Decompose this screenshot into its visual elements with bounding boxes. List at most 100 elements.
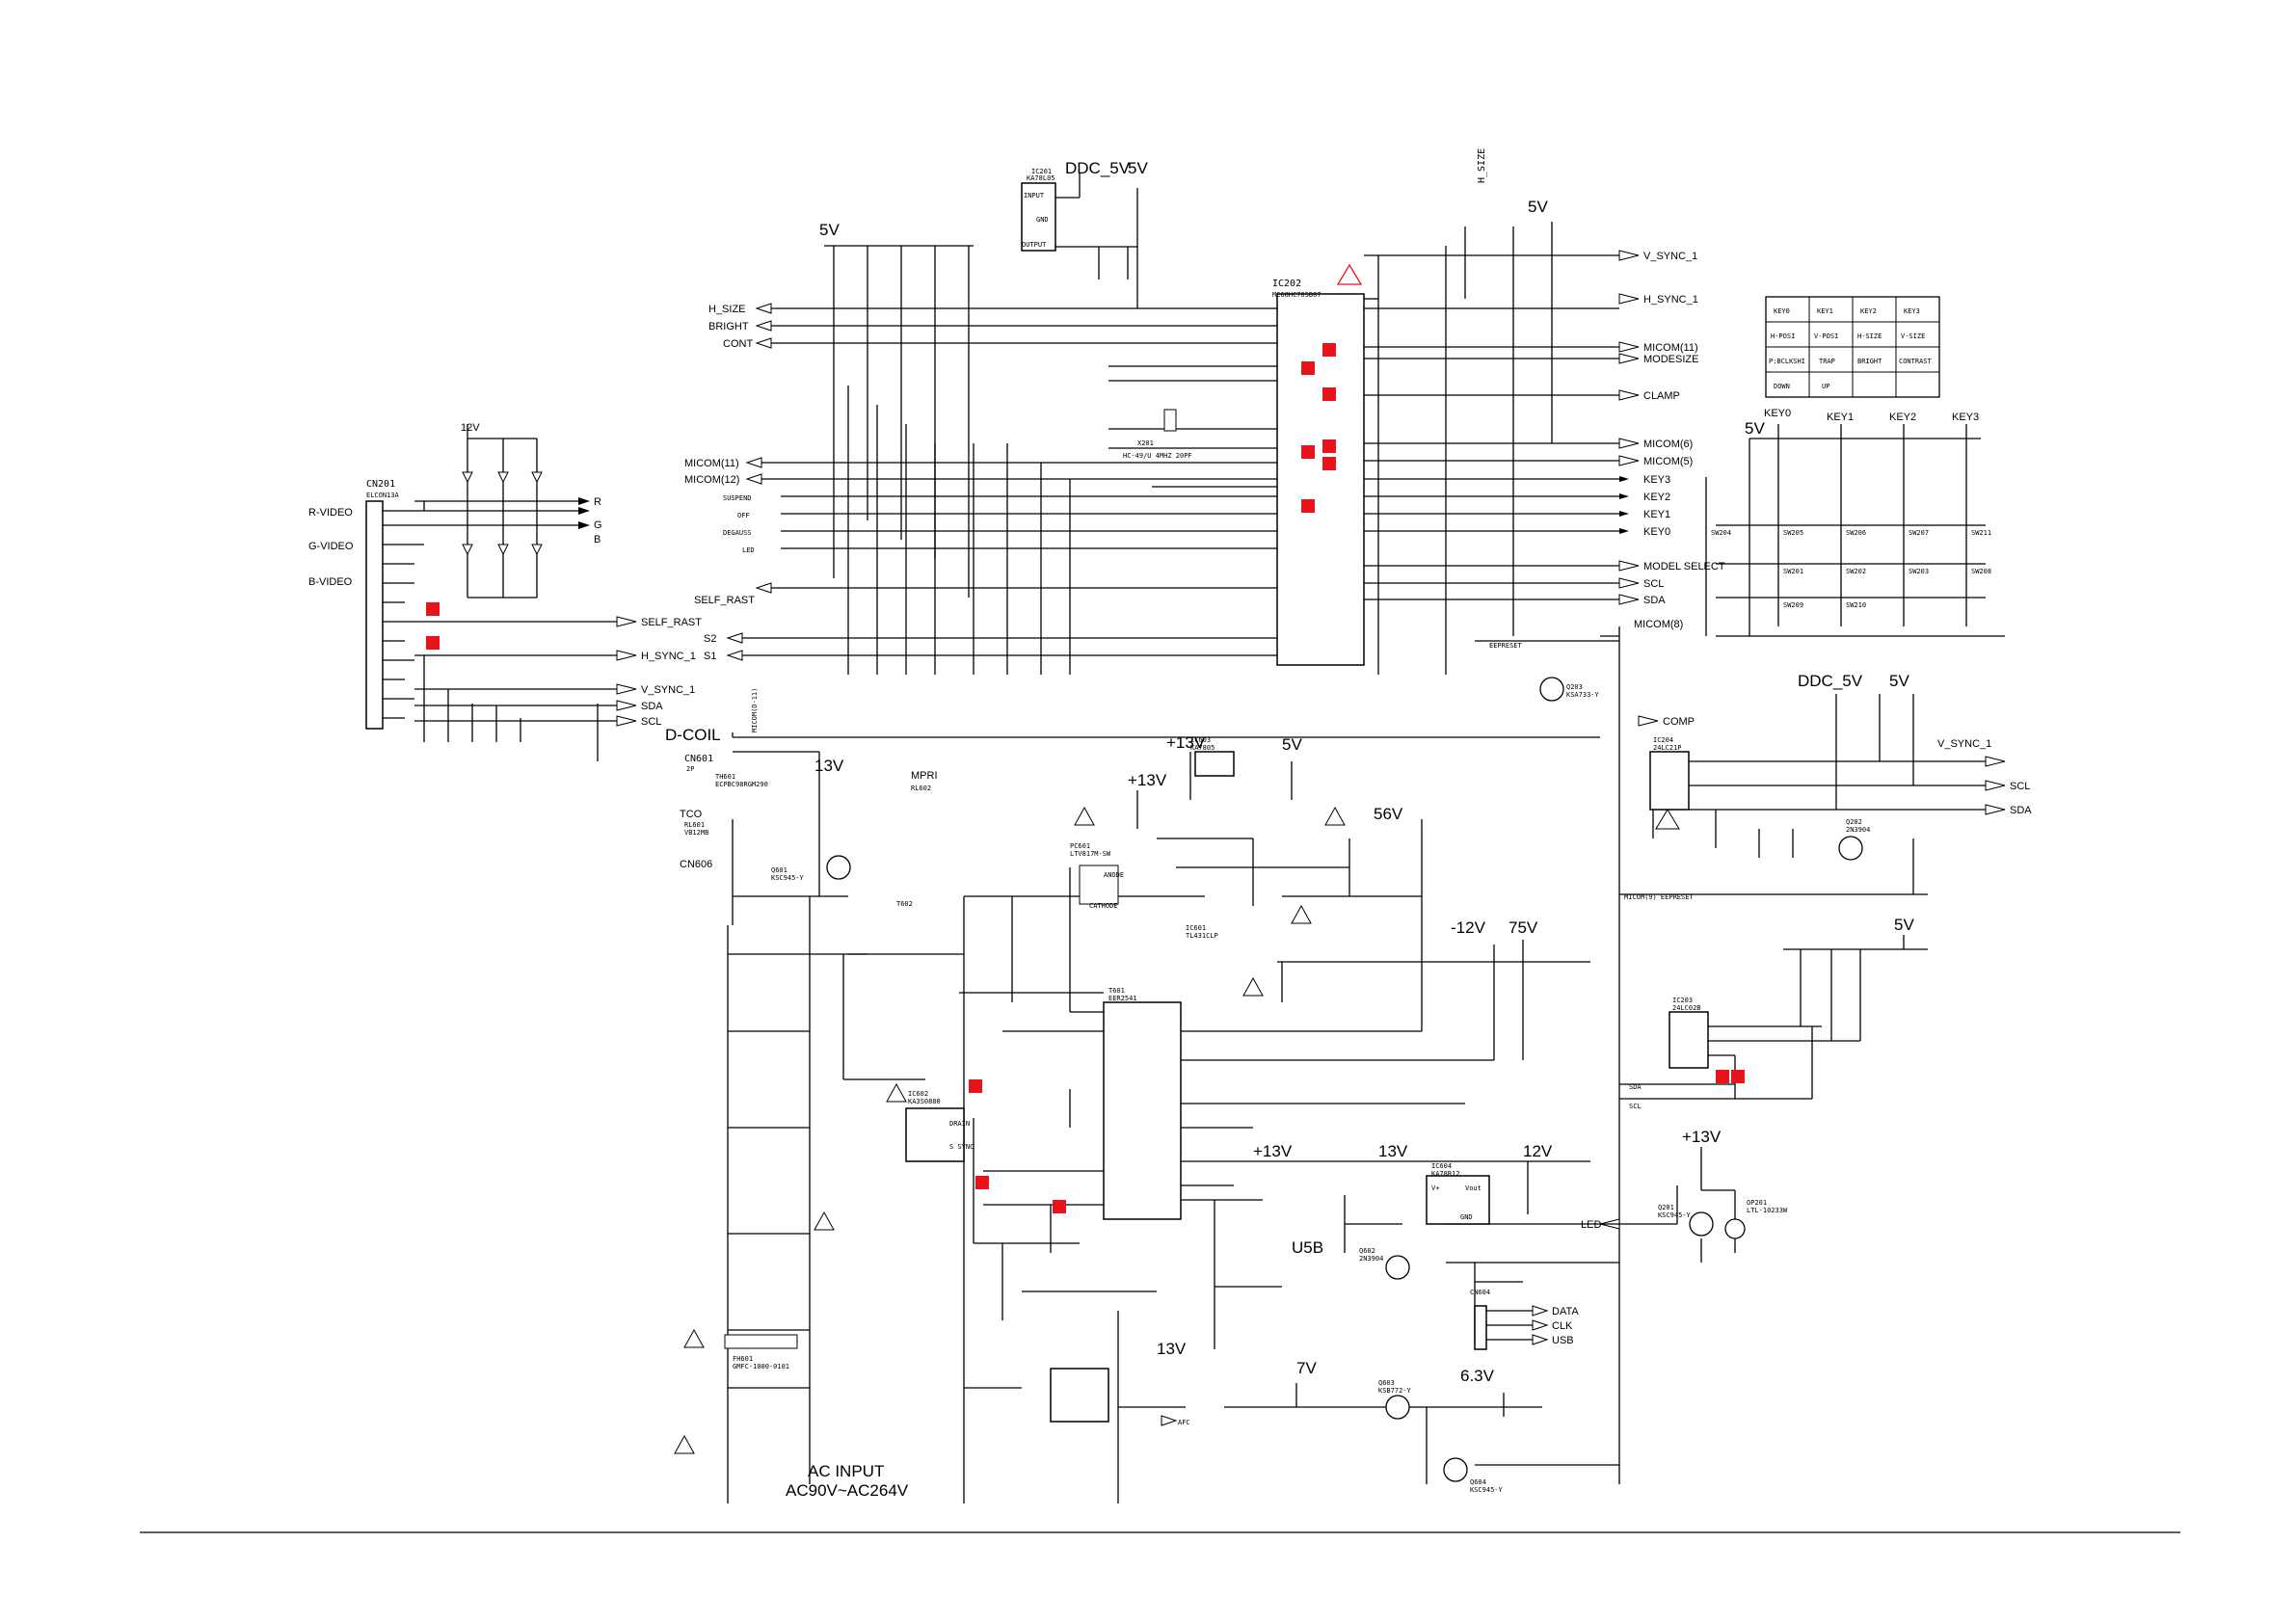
- key1-port: KEY1: [1643, 509, 1670, 520]
- switch-label: SW205: [1783, 529, 1803, 537]
- switch-label: SW206: [1846, 529, 1866, 537]
- key2-port: KEY2: [1643, 492, 1670, 503]
- ic602-pwm: [905, 1107, 965, 1162]
- marker: [1716, 1070, 1729, 1083]
- ic604-vout: Vout: [1465, 1184, 1482, 1192]
- key-table-cell: KEY3: [1904, 307, 1920, 315]
- op201-label: OP201: [1747, 1199, 1767, 1207]
- ic602-label: IC602: [908, 1090, 928, 1098]
- rail-12v-left: 12V: [461, 422, 480, 434]
- off-label: OFF: [737, 512, 750, 519]
- q604-transistor: [1443, 1457, 1468, 1482]
- ic202-micom: [1276, 293, 1365, 666]
- rail-12v-b: 12V: [1523, 1142, 1553, 1160]
- marker: [969, 1079, 982, 1093]
- tco-label: TCO: [680, 809, 703, 820]
- warning-icon: [683, 1328, 705, 1348]
- rail-7v: 7V: [1296, 1359, 1317, 1377]
- rail-13v-c: +13V: [1128, 771, 1167, 789]
- q603-label: Q603: [1378, 1379, 1395, 1387]
- switch-label: SW202: [1846, 568, 1866, 575]
- switch-label: SW203: [1909, 568, 1929, 575]
- key3-port: KEY3: [1643, 474, 1670, 486]
- d-coil-label: D-COIL: [665, 726, 721, 744]
- q203-label: Q203: [1566, 683, 1583, 691]
- key2-heading: KEY2: [1889, 412, 1916, 423]
- model-select-port: MODEL SELECT: [1643, 561, 1725, 572]
- rail-ddc5v-right: DDC_5V: [1798, 672, 1863, 690]
- switch-label: SW207: [1909, 529, 1929, 537]
- micom-section: IC202 MC68HC705B07 IC201 KA78L05 INPUT G…: [665, 148, 1725, 1484]
- rail-13v-f: 13V: [1378, 1142, 1408, 1160]
- ic201-gnd: GND: [1036, 216, 1049, 224]
- b-out-arrow: [578, 521, 590, 529]
- x201-label: X201: [1137, 439, 1154, 447]
- ic602-ssync: S SYNC: [949, 1143, 974, 1151]
- cn604-label: CN604: [1470, 1289, 1490, 1296]
- v-sync-right-port: V_SYNC_1: [1643, 251, 1697, 262]
- ic204-eeprom: [1649, 751, 1690, 811]
- h-sync-left-label: H_SYNC_1: [641, 651, 696, 662]
- micom6-port: MICOM(6): [1643, 439, 1693, 450]
- r-video-label: R-VIDEO: [308, 507, 353, 519]
- t602-label: T602: [896, 900, 913, 908]
- switch-label: SW204: [1711, 529, 1731, 537]
- led-label: LED: [742, 546, 755, 554]
- warning-icon: [1074, 806, 1095, 826]
- rail-75v: 75V: [1508, 918, 1538, 937]
- clk-port: CLK: [1552, 1320, 1573, 1332]
- t601-part: EER2541: [1108, 995, 1137, 1002]
- ic201-part: KA78L05: [1027, 174, 1055, 182]
- pc601-label: PC601: [1070, 842, 1090, 850]
- marker: [975, 1176, 989, 1189]
- q202-transistor: [1838, 836, 1863, 861]
- key0-heading: KEY0: [1764, 408, 1791, 419]
- pc601-part: LTV817M-SW: [1070, 850, 1111, 858]
- scl-cl-label: SCL: [1629, 1103, 1642, 1110]
- micom8-label: MICOM(8): [1634, 619, 1683, 630]
- ic601-part: TL431CLP: [1186, 932, 1218, 940]
- q601-part: KSC945-Y: [771, 874, 805, 882]
- scl-port-left: [616, 715, 637, 727]
- q203-part: KSA733-Y: [1566, 691, 1600, 699]
- warning-icon: [1324, 806, 1346, 826]
- marker: [1301, 499, 1315, 513]
- warning-icon: [674, 1434, 695, 1454]
- sda-left-label: SDA: [641, 701, 663, 712]
- b-out-label: B: [594, 534, 601, 545]
- cn201-part: ELCON13A: [366, 492, 400, 499]
- marker: [1322, 439, 1336, 453]
- cn201-video-section: CN201 ELCON13A 12V R-VIDEO G-VIDEO B-VID…: [308, 422, 702, 761]
- key-table-cell: V-POSI: [1814, 333, 1838, 340]
- micom11-right-port: MICOM(11): [1643, 342, 1698, 354]
- self-rast-mid-port: SELF_RAST: [694, 595, 755, 606]
- key-table-cell: H-SIZE: [1857, 333, 1882, 340]
- s1-port: S1: [704, 651, 716, 662]
- rail-5v-c: 5V: [1282, 735, 1302, 754]
- switch-label: SW210: [1846, 601, 1866, 609]
- t601-label: T601: [1108, 987, 1125, 995]
- comp-port: COMP: [1663, 716, 1695, 728]
- x201-crystal: [1163, 409, 1177, 432]
- rail-5v-right: 5V: [1889, 672, 1909, 690]
- bright-port: BRIGHT: [708, 321, 749, 333]
- marker: [1301, 361, 1315, 375]
- q601-transistor: [826, 855, 851, 880]
- switch-label: SW208: [1971, 568, 1991, 575]
- v-sync-ddc-port: V_SYNC_1: [1937, 738, 1991, 750]
- key-table-cell: UP: [1822, 383, 1829, 390]
- rail-5v-top: 5V: [1128, 159, 1148, 177]
- q202-part: 2N3904: [1846, 826, 1870, 834]
- cn601-part: 2P: [686, 765, 694, 773]
- fh601-label: FH601: [733, 1355, 753, 1363]
- ic604-part: KA78R12: [1431, 1170, 1460, 1178]
- key-table-cell: TRAP: [1819, 358, 1835, 365]
- eepreset-label: EEPRESET: [1489, 642, 1523, 650]
- v-sync-port-left: [616, 683, 637, 695]
- q603-transistor: [1385, 1395, 1410, 1420]
- scl-left-label: SCL: [641, 716, 661, 728]
- rl601-label: RL601: [684, 821, 705, 829]
- fh601-fuse-holder: [724, 1334, 798, 1349]
- b-video-label: B-VIDEO: [308, 576, 353, 588]
